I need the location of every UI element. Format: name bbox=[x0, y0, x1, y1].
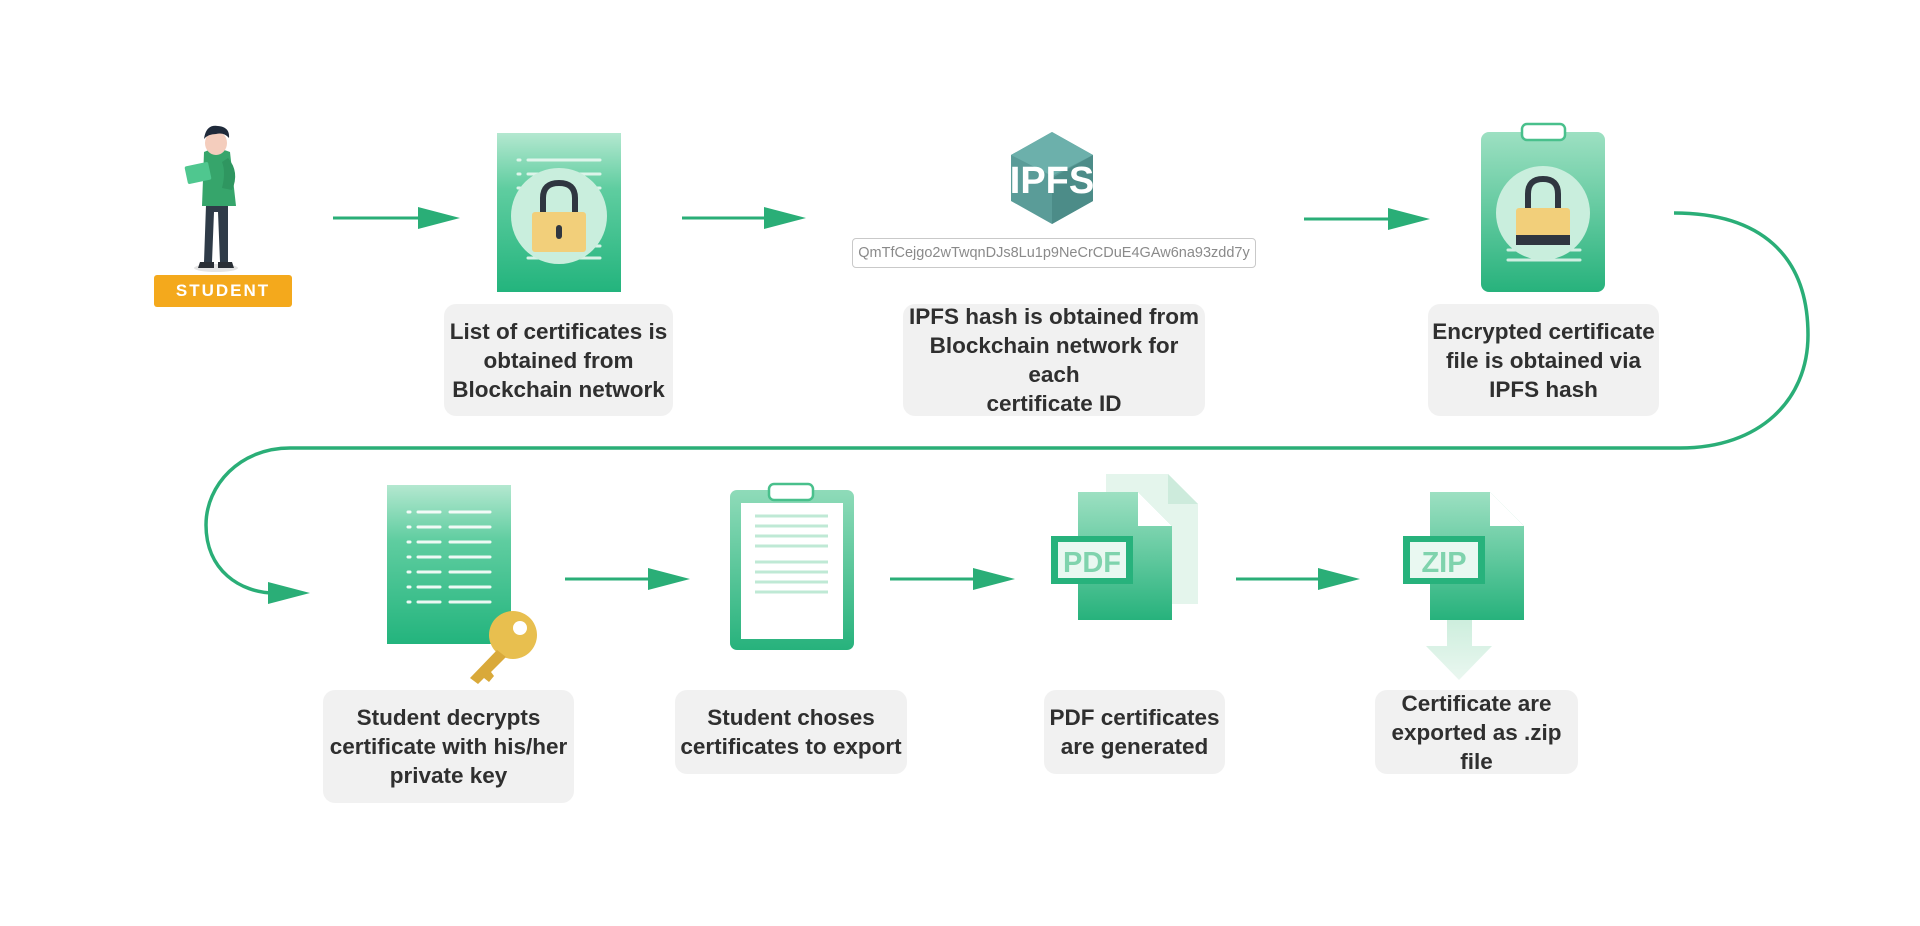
connector-arrows bbox=[204, 207, 1810, 604]
arrow-3 bbox=[1304, 208, 1430, 230]
arrow-1 bbox=[333, 207, 460, 229]
pdf-badge-text: PDF bbox=[1063, 547, 1121, 579]
arrow-6 bbox=[1236, 568, 1360, 590]
step-1-label: List of certificates is obtained from Bl… bbox=[444, 304, 673, 416]
step-4-label: Student decrypts certificate with his/he… bbox=[323, 690, 574, 803]
ipfs-logo-text: IPFS bbox=[1010, 160, 1094, 202]
arrow-2 bbox=[682, 207, 806, 229]
arrow-wrap bbox=[204, 211, 1810, 604]
student-badge: STUDENT bbox=[154, 275, 292, 307]
key-icon bbox=[470, 611, 537, 684]
arrow-4 bbox=[565, 568, 690, 590]
decrypt-document-icon bbox=[387, 485, 537, 684]
step-3-label: Encrypted certificate file is obtained v… bbox=[1428, 304, 1659, 416]
student-figure bbox=[184, 125, 238, 272]
clipboard-icon bbox=[730, 482, 854, 650]
zip-badge-text: ZIP bbox=[1421, 547, 1466, 579]
encrypted-file-icon bbox=[1481, 122, 1605, 292]
step-5-label: Student choses certificates to export bbox=[675, 690, 907, 774]
ipfs-logo: IPFS bbox=[1010, 132, 1094, 224]
arrow-5 bbox=[890, 568, 1015, 590]
step-7-label: Certificate are exported as .zip file bbox=[1375, 690, 1578, 774]
step-6-label: PDF certificates are generated bbox=[1044, 690, 1225, 774]
ipfs-hash-field: QmTfCejgo2wTwqnDJs8Lu1p9NeCrCDuE4GAw6na9… bbox=[852, 238, 1256, 268]
locked-document-icon bbox=[497, 133, 621, 292]
pdf-file-icon: PDF bbox=[1051, 474, 1198, 620]
step-2-label: IPFS hash is obtained from Blockchain ne… bbox=[903, 304, 1205, 416]
zip-file-icon: ZIP bbox=[1403, 492, 1524, 680]
